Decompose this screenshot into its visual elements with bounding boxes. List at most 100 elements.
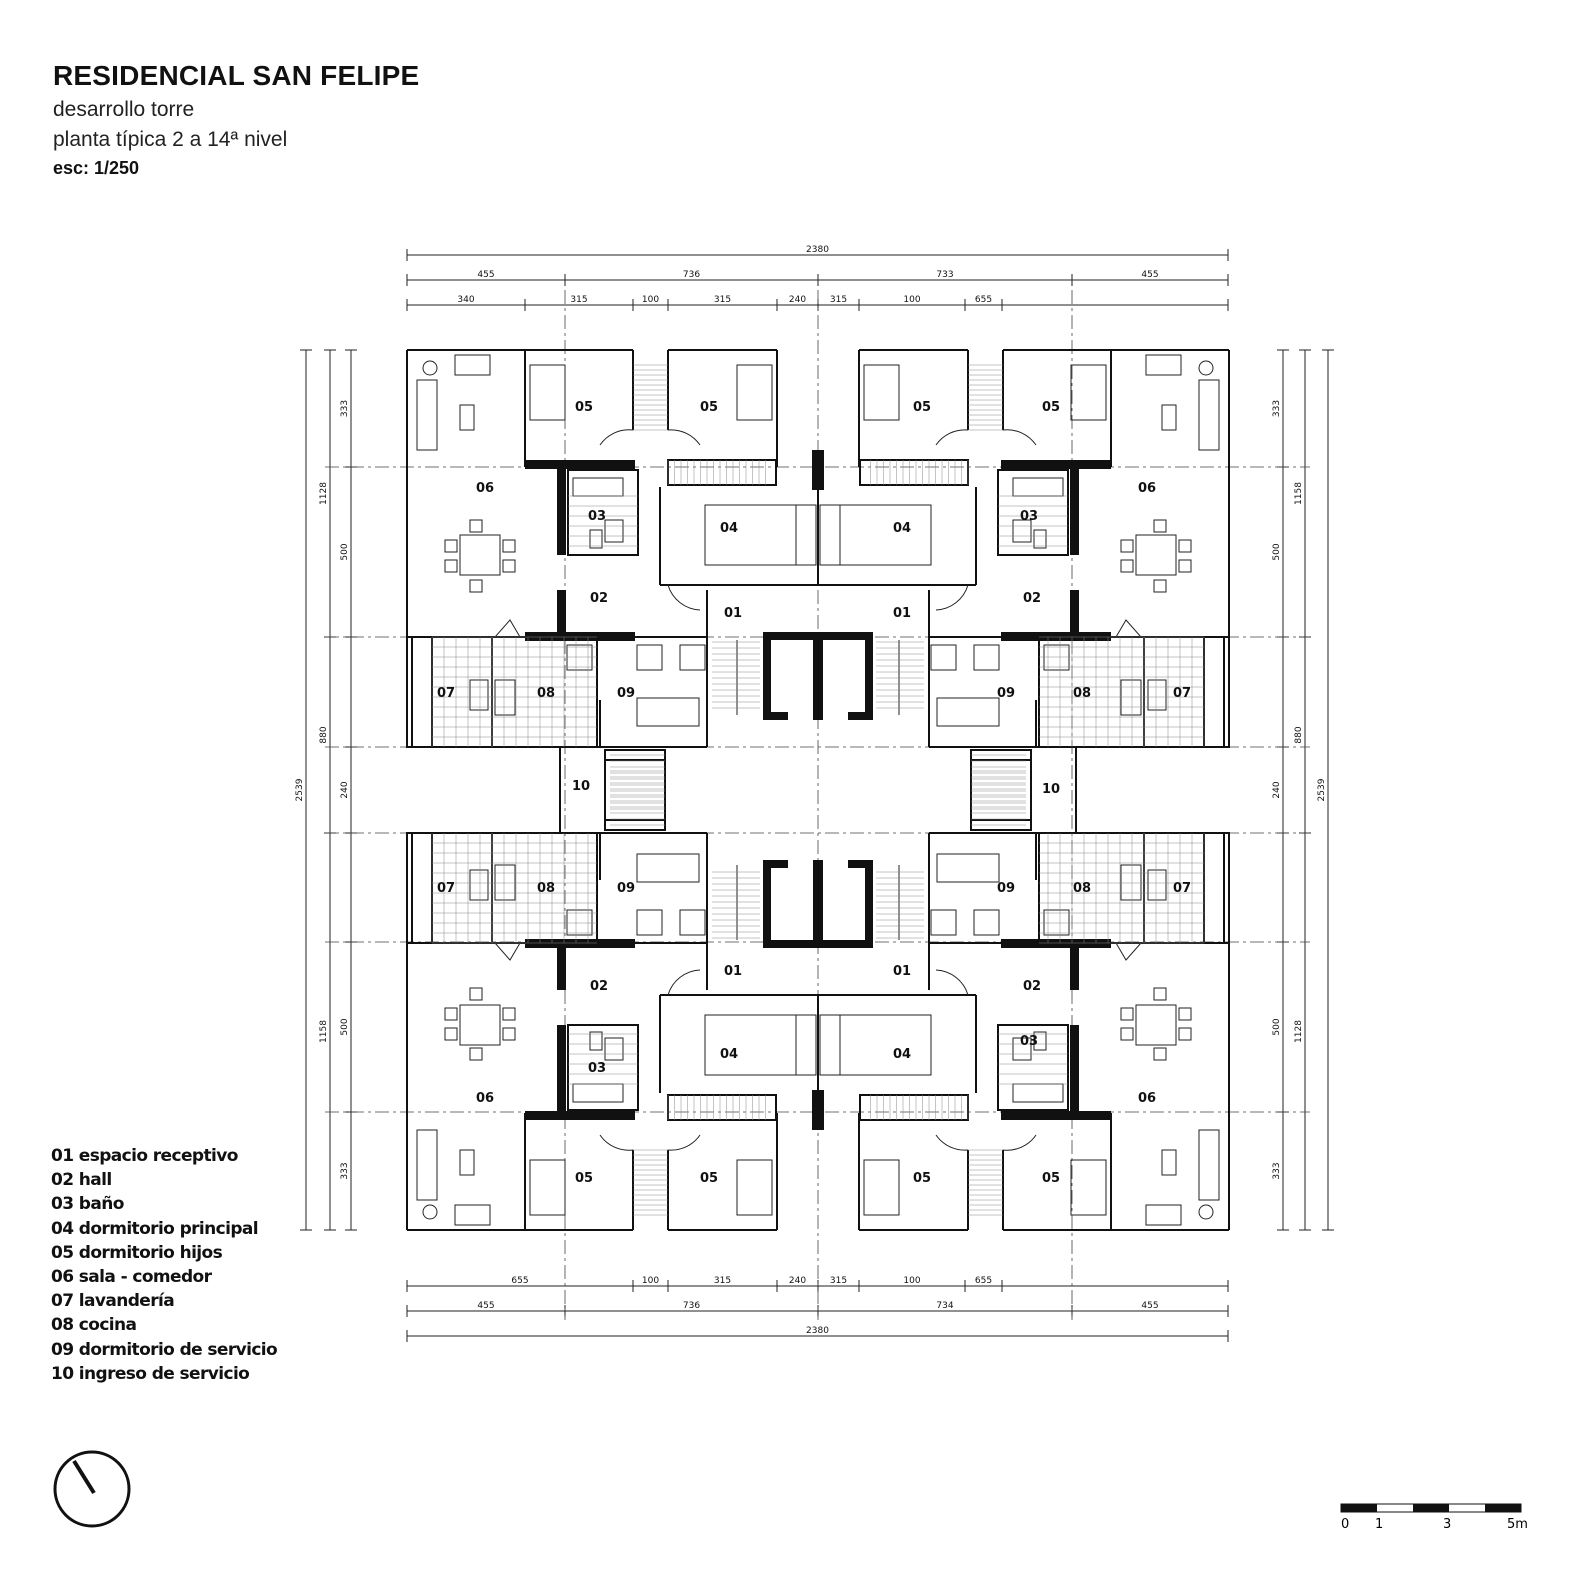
washer (1147, 679, 1167, 711)
drawing-subtitle: desarrollo torre (53, 98, 195, 121)
hatch-nw (431, 364, 766, 810)
dim-label: 455 (1141, 1301, 1158, 1311)
hatch-se (870, 770, 1205, 1216)
chair (1178, 559, 1192, 573)
core-wall (865, 632, 873, 720)
chair (1178, 1027, 1192, 1041)
chair (1120, 1027, 1134, 1041)
structural-columns (525, 450, 1111, 1130)
door-swing (599, 1134, 634, 1151)
armchair (1145, 354, 1182, 376)
armchair (454, 354, 491, 376)
chair (502, 559, 516, 573)
dim-label: 100 (903, 295, 920, 305)
bed (736, 1159, 773, 1216)
chair (502, 1027, 516, 1041)
dim-label: 734 (936, 1301, 953, 1311)
room-label-04: 04 (720, 1047, 738, 1062)
washer (469, 679, 489, 711)
dim-label: 880 (319, 726, 329, 743)
core-wall (763, 860, 788, 868)
room-label-02: 02 (1023, 591, 1041, 606)
dim-label: 315 (830, 295, 847, 305)
door-swing (935, 429, 969, 446)
room-label-06: 06 (1138, 481, 1156, 496)
door-swing (667, 584, 701, 611)
room-label-06: 06 (476, 481, 494, 496)
nightstand (795, 1014, 817, 1076)
scale-label: 0 (1341, 1517, 1349, 1532)
column (557, 945, 566, 990)
door-swing (935, 969, 969, 996)
sofa (1198, 1129, 1220, 1201)
dim-label: 736 (683, 270, 700, 280)
nightstand (819, 1014, 841, 1076)
dim-label: 2539 (295, 778, 305, 801)
chair (502, 539, 516, 553)
service-shower (679, 909, 706, 936)
chair (469, 1047, 483, 1061)
exterior-wall (406, 350, 600, 834)
north-arrow-icon (53, 1450, 131, 1528)
sink-unit (566, 909, 593, 936)
hatch-sw (431, 770, 766, 1216)
furn-nw (416, 354, 817, 727)
room-label-02: 02 (1023, 979, 1041, 994)
dim-label: 2380 (806, 245, 829, 255)
dimension-lines (300, 249, 1334, 1342)
sink-unit (566, 644, 593, 671)
armchair (1145, 1204, 1182, 1226)
service-bed (936, 697, 1000, 727)
legend-item: 04 dormitorio principal (51, 1218, 259, 1239)
armchair (454, 1204, 491, 1226)
chair (502, 1007, 516, 1021)
chair (469, 579, 483, 593)
chair (444, 559, 458, 573)
dim-label: 880 (1294, 726, 1304, 743)
bathtub (1012, 1083, 1064, 1103)
door-swing (1002, 429, 1037, 446)
room-label-07: 07 (1173, 686, 1191, 701)
bed (529, 1159, 566, 1216)
dining-table (1135, 534, 1177, 576)
chair (444, 1027, 458, 1041)
room-label-03: 03 (1020, 509, 1038, 524)
room-label-06: 06 (1138, 1091, 1156, 1106)
core-wall (813, 860, 821, 948)
chair (1153, 579, 1167, 593)
dim-label: 340 (457, 295, 474, 305)
legend-item: 09 dormitorio de servicio (51, 1339, 278, 1360)
dim-label: 736 (683, 1301, 700, 1311)
dim-label: 315 (714, 1276, 731, 1286)
room-label-04: 04 (720, 521, 738, 536)
dim-label: 2539 (1317, 778, 1327, 801)
room-label-07: 07 (437, 686, 455, 701)
dim-label: 100 (903, 1276, 920, 1286)
core-wall (763, 712, 788, 720)
balcony-rail (667, 1094, 777, 1121)
thick-ne (763, 450, 1111, 720)
column (1001, 1111, 1111, 1120)
bathtub (572, 1083, 624, 1103)
exterior-wall (1036, 746, 1230, 1230)
legend-item: 10 ingreso de servicio (51, 1363, 250, 1384)
chair (469, 519, 483, 533)
chair (1120, 559, 1134, 573)
core-wall (763, 632, 771, 720)
door-swing (667, 969, 701, 996)
dim-label: 333 (1272, 1162, 1282, 1179)
column (557, 590, 566, 635)
lamp (422, 360, 438, 376)
legend-item: 02 hall (51, 1170, 112, 1191)
toilet (604, 1037, 624, 1061)
sink (589, 529, 603, 549)
coffee-table (1161, 404, 1177, 431)
room-label-10: 10 (572, 779, 590, 794)
dim-label: 1158 (319, 1020, 329, 1043)
furn-se (819, 853, 1220, 1226)
dim-label: 655 (975, 295, 992, 305)
chair (1153, 519, 1167, 533)
dim-label: 1158 (1294, 482, 1304, 505)
room-label-08: 08 (1073, 686, 1091, 701)
